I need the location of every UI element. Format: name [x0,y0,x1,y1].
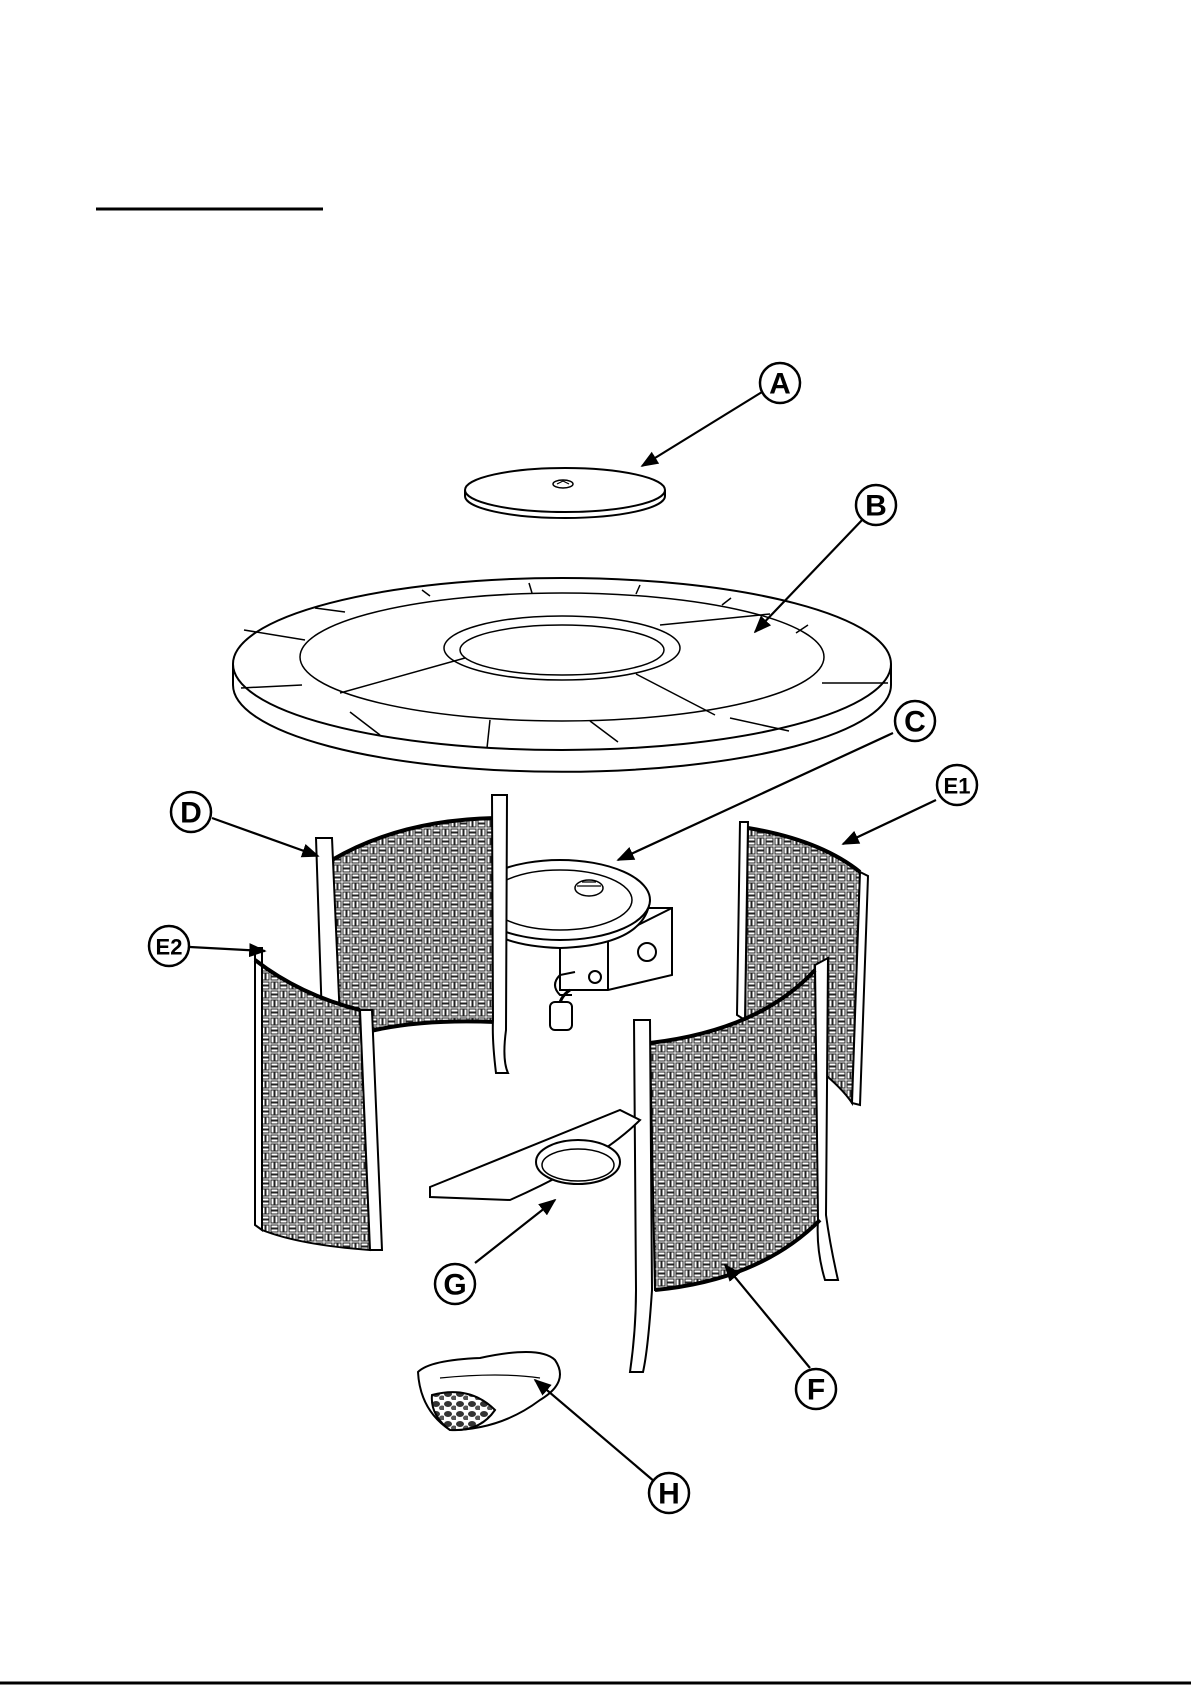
callout-d: D [171,792,211,832]
part-f-front-wall [630,958,838,1372]
callout-h: H [649,1473,689,1513]
leader-f [725,1265,810,1368]
leader-d [212,818,318,856]
callout-e1-label: E1 [944,774,971,799]
callout-c-label: C [904,706,926,739]
callout-b-label: B [865,490,887,523]
callout-e1: E1 [937,765,977,805]
leader-e1 [843,800,936,844]
part-b-table-top [233,578,891,772]
callout-g: G [435,1264,475,1304]
leader-g [475,1200,555,1263]
callout-a: A [760,363,800,403]
leader-h [535,1380,655,1482]
part-g-tray [430,1110,640,1200]
callout-b: B [856,485,896,525]
callout-e2: E2 [149,926,189,966]
callout-f-label: F [807,1374,825,1407]
leader-a [642,392,762,466]
callout-h-label: H [658,1478,680,1511]
callout-g-label: G [443,1269,466,1302]
callout-f: F [796,1369,836,1409]
callout-c: C [895,701,935,741]
part-a-lid [465,468,665,518]
callout-e2-label: E2 [156,935,183,960]
part-h-lava-rocks-bag [418,1352,560,1430]
callout-a-label: A [769,368,791,401]
callout-d-label: D [180,797,202,830]
leader-e2 [190,947,265,951]
